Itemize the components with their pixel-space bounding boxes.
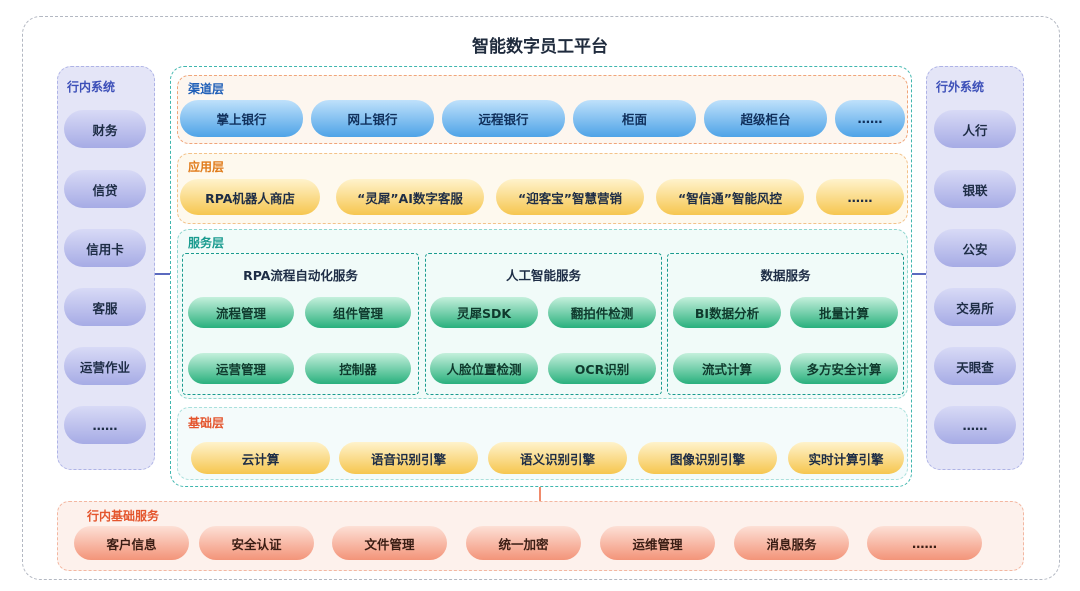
app-more[interactable]: ……: [816, 179, 904, 215]
app-lingxi-ai-service[interactable]: “灵犀”AI数字客服: [336, 179, 484, 215]
service-group-data-title: 数据服务: [760, 268, 811, 283]
service-layer: [177, 229, 908, 399]
channel-online-banking[interactable]: 网上银行: [311, 100, 434, 137]
right-item-police[interactable]: 公安: [934, 229, 1016, 267]
channel-mobile-banking[interactable]: 掌上银行: [180, 100, 303, 137]
channel-remote-banking[interactable]: 远程银行: [442, 100, 565, 137]
svc-component-management[interactable]: 组件管理: [305, 297, 411, 328]
base-layer-label: 基础层: [188, 416, 225, 430]
svc-batch-computing[interactable]: 批量计算: [790, 297, 898, 328]
bank-more[interactable]: ……: [867, 526, 982, 560]
service-layer-label: 服务层: [188, 236, 225, 250]
bank-file-management[interactable]: 文件管理: [332, 526, 447, 560]
bank-message-service[interactable]: 消息服务: [734, 526, 849, 560]
base-realtime-engine[interactable]: 实时计算引擎: [788, 442, 904, 474]
left-item-operations[interactable]: 运营作业: [64, 347, 146, 385]
left-item-finance[interactable]: 财务: [64, 110, 146, 148]
svc-ocr[interactable]: OCR识别: [548, 353, 656, 384]
base-semantic-engine[interactable]: 语义识别引擎: [488, 442, 627, 474]
bank-ops-management[interactable]: 运维管理: [600, 526, 715, 560]
bank-services-label: 行内基础服务: [87, 509, 160, 523]
svc-stream-computing[interactable]: 流式计算: [673, 353, 781, 384]
base-cloud-computing[interactable]: 云计算: [191, 442, 330, 474]
base-speech-engine[interactable]: 语音识别引擎: [339, 442, 478, 474]
right-item-unionpay[interactable]: 银联: [934, 170, 1016, 208]
bank-customer-info[interactable]: 客户信息: [74, 526, 189, 560]
svc-lingxi-sdk[interactable]: 灵犀SDK: [430, 297, 538, 328]
base-image-engine[interactable]: 图像识别引擎: [638, 442, 777, 474]
svc-face-position-detection[interactable]: 人脸位置检测: [430, 353, 538, 384]
service-group-rpa-title: RPA流程自动化服务: [243, 268, 358, 283]
service-group-ai: [425, 253, 662, 395]
right-item-tianyancha[interactable]: 天眼查: [934, 347, 1016, 385]
application-layer-label: 应用层: [188, 160, 225, 174]
channel-more[interactable]: ……: [835, 100, 905, 137]
left-item-more[interactable]: ……: [64, 406, 146, 444]
service-group-rpa: [182, 253, 419, 395]
right-item-pbc[interactable]: 人行: [934, 110, 1016, 148]
svc-controller[interactable]: 控制器: [305, 353, 411, 384]
left-panel-label: 行内系统: [67, 80, 116, 94]
platform-frame: [170, 66, 912, 487]
channel-super-counter[interactable]: 超级柜台: [704, 100, 827, 137]
bank-unified-encryption[interactable]: 统一加密: [466, 526, 581, 560]
app-zhixintong-risk[interactable]: “智信通”智能风控: [656, 179, 804, 215]
channel-counter[interactable]: 柜面: [573, 100, 696, 137]
bank-security-auth[interactable]: 安全认证: [199, 526, 314, 560]
channel-layer-label: 渠道层: [188, 82, 225, 96]
page-title: 智能数字员工平台: [472, 37, 608, 57]
app-rpa-store[interactable]: RPA机器人商店: [180, 179, 320, 215]
bottom-connector: [539, 487, 541, 501]
right-connector: [912, 273, 926, 275]
right-panel-label: 行外系统: [936, 80, 985, 94]
service-group-ai-title: 人工智能服务: [505, 268, 581, 283]
svc-secure-mpc[interactable]: 多方安全计算: [790, 353, 898, 384]
svc-process-management[interactable]: 流程管理: [188, 297, 294, 328]
left-item-customer-service[interactable]: 客服: [64, 288, 146, 326]
right-item-more[interactable]: ……: [934, 406, 1016, 444]
left-connector: [155, 273, 170, 275]
right-item-exchange[interactable]: 交易所: [934, 288, 1016, 326]
svc-recapture-detection[interactable]: 翻拍件检测: [548, 297, 656, 328]
left-item-credit[interactable]: 信贷: [64, 170, 146, 208]
svc-operation-management[interactable]: 运营管理: [188, 353, 294, 384]
app-yingkebao-marketing[interactable]: “迎客宝”智慧营销: [496, 179, 644, 215]
outer-frame: [22, 16, 1060, 580]
left-item-credit-card[interactable]: 信用卡: [64, 229, 146, 267]
svc-bi-analysis[interactable]: BI数据分析: [673, 297, 781, 328]
service-group-data: [667, 253, 904, 395]
